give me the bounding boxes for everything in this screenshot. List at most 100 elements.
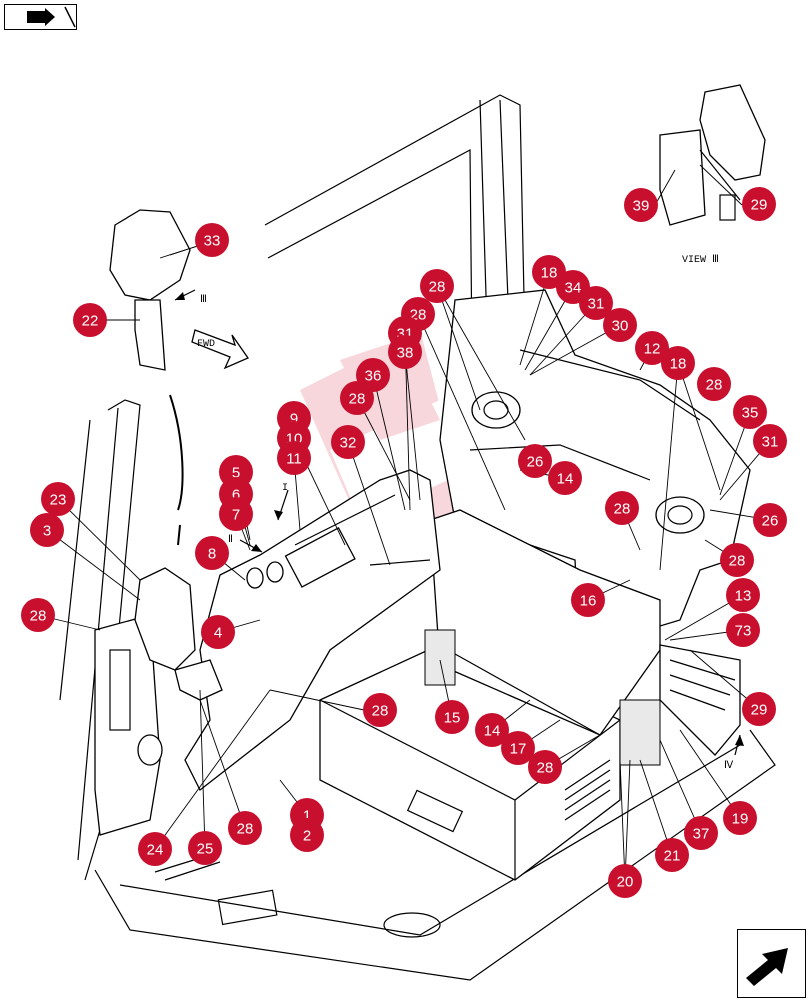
callout-marker (603, 308, 637, 342)
callout-label: 7 (232, 507, 240, 524)
callout-c2[interactable]: 2 (290, 818, 324, 852)
callout-c28j[interactable]: 28 (228, 811, 262, 845)
callout-label: 14 (484, 723, 501, 740)
callout-marker (363, 693, 397, 727)
callout-marker (742, 692, 776, 726)
inset-view-right: VIEW Ⅲ (659, 84, 766, 266)
callout-c39[interactable]: 39 (624, 188, 658, 222)
callout-label: 20 (617, 874, 634, 891)
callout-c4[interactable]: 4 (201, 615, 235, 649)
callout-marker (501, 731, 535, 765)
callout-c3[interactable]: 3 (30, 513, 64, 547)
callout-marker (195, 223, 229, 257)
callout-label: 17 (510, 741, 527, 758)
callout-c24[interactable]: 24 (138, 832, 172, 866)
callout-label: 73 (735, 623, 752, 640)
callout-marker (73, 303, 107, 337)
callout-label: 31 (762, 434, 779, 451)
callout-c33[interactable]: 33 (195, 223, 229, 257)
callout-label: 8 (208, 546, 216, 563)
callout-c26b[interactable]: 26 (753, 503, 787, 537)
callout-label: 4 (214, 625, 222, 642)
callout-label: 19 (732, 811, 749, 828)
callout-label: 25 (197, 841, 214, 858)
callout-c30[interactable]: 30 (603, 308, 637, 342)
callout-c25[interactable]: 25 (188, 831, 222, 865)
callout-c73[interactable]: 73 (726, 613, 760, 647)
callout-marker (548, 461, 582, 495)
callout-label: 18 (541, 265, 558, 282)
callout-c34[interactable]: 34 (556, 270, 590, 304)
callout-label: 11 (286, 451, 302, 468)
callout-label: 9 (290, 411, 298, 428)
callout-c8[interactable]: 8 (195, 536, 229, 570)
callout-marker (742, 187, 776, 221)
callout-label: 28 (614, 501, 631, 518)
next-page-button[interactable] (737, 929, 806, 998)
callout-group: 1234567891011121314141516171818192021222… (21, 187, 787, 898)
callout-marker (723, 801, 757, 835)
arrow-label-i: I (282, 483, 288, 494)
callout-c29b[interactable]: 29 (742, 692, 776, 726)
callout-marker (138, 832, 172, 866)
callout-c28g[interactable]: 28 (21, 598, 55, 632)
callout-c14a[interactable]: 14 (548, 461, 582, 495)
callout-marker (30, 513, 64, 547)
callout-c31c[interactable]: 31 (753, 424, 787, 458)
rear-trim-panel (439, 289, 751, 651)
callout-marker (331, 425, 365, 459)
callout-c28i[interactable]: 28 (528, 750, 562, 784)
left-console (184, 469, 441, 791)
callout-label: 2 (303, 828, 311, 845)
callout-c7[interactable]: 7 (219, 497, 253, 531)
callout-c19[interactable]: 19 (723, 801, 757, 835)
callout-label: 15 (444, 710, 461, 727)
callout-c12[interactable]: 12 (635, 331, 669, 365)
callout-c28d[interactable]: 28 (605, 491, 639, 525)
callout-c22[interactable]: 22 (73, 303, 107, 337)
callout-c21[interactable]: 21 (655, 838, 689, 872)
callout-c28h[interactable]: 28 (363, 693, 397, 727)
callout-label: 26 (762, 513, 779, 530)
callout-marker (635, 331, 669, 365)
callout-marker (528, 750, 562, 784)
callout-label: 28 (372, 703, 389, 720)
callout-marker (726, 613, 760, 647)
joystick-side-panel (94, 614, 163, 836)
callout-label: 28 (30, 608, 47, 625)
callout-c18b[interactable]: 18 (661, 346, 695, 380)
view-iii-label: VIEW Ⅲ (682, 255, 719, 266)
callout-label: 30 (612, 318, 629, 335)
callout-c29a[interactable]: 29 (742, 187, 776, 221)
callout-label: 28 (706, 377, 723, 394)
callout-c36[interactable]: 36 (356, 358, 390, 392)
callout-c17[interactable]: 17 (501, 731, 535, 765)
callout-c28a[interactable]: 28 (420, 269, 454, 303)
callout-c32[interactable]: 32 (331, 425, 365, 459)
callout-marker (41, 482, 75, 516)
callout-marker (753, 424, 787, 458)
prev-page-button[interactable] (4, 4, 77, 30)
callout-c15[interactable]: 15 (435, 700, 469, 734)
callout-c20[interactable]: 20 (608, 864, 642, 898)
callout-c11[interactable]: 11 (277, 441, 311, 475)
callout-label: 6 (232, 487, 240, 504)
callout-c14b[interactable]: 14 (475, 713, 509, 747)
callout-label: 14 (557, 471, 574, 488)
callout-c13[interactable]: 13 (726, 578, 760, 612)
view-arrows: I Ⅱ Ⅳ (228, 483, 744, 772)
callout-c28e[interactable]: 28 (697, 367, 731, 401)
callout-c37[interactable]: 37 (684, 816, 718, 850)
callout-c23[interactable]: 23 (41, 482, 75, 516)
callout-label: 21 (664, 848, 681, 865)
callout-c16[interactable]: 16 (571, 583, 605, 617)
callout-c38[interactable]: 38 (388, 335, 422, 369)
callout-label: 36 (365, 368, 382, 385)
arrow-label-iii: Ⅲ (200, 295, 207, 306)
callout-c28f[interactable]: 28 (720, 543, 754, 577)
fwd-arrow: FWD (191, 329, 249, 370)
callout-marker (556, 270, 590, 304)
callout-marker (228, 811, 262, 845)
callout-c35[interactable]: 35 (733, 395, 767, 429)
callout-c26a[interactable]: 26 (518, 444, 552, 478)
